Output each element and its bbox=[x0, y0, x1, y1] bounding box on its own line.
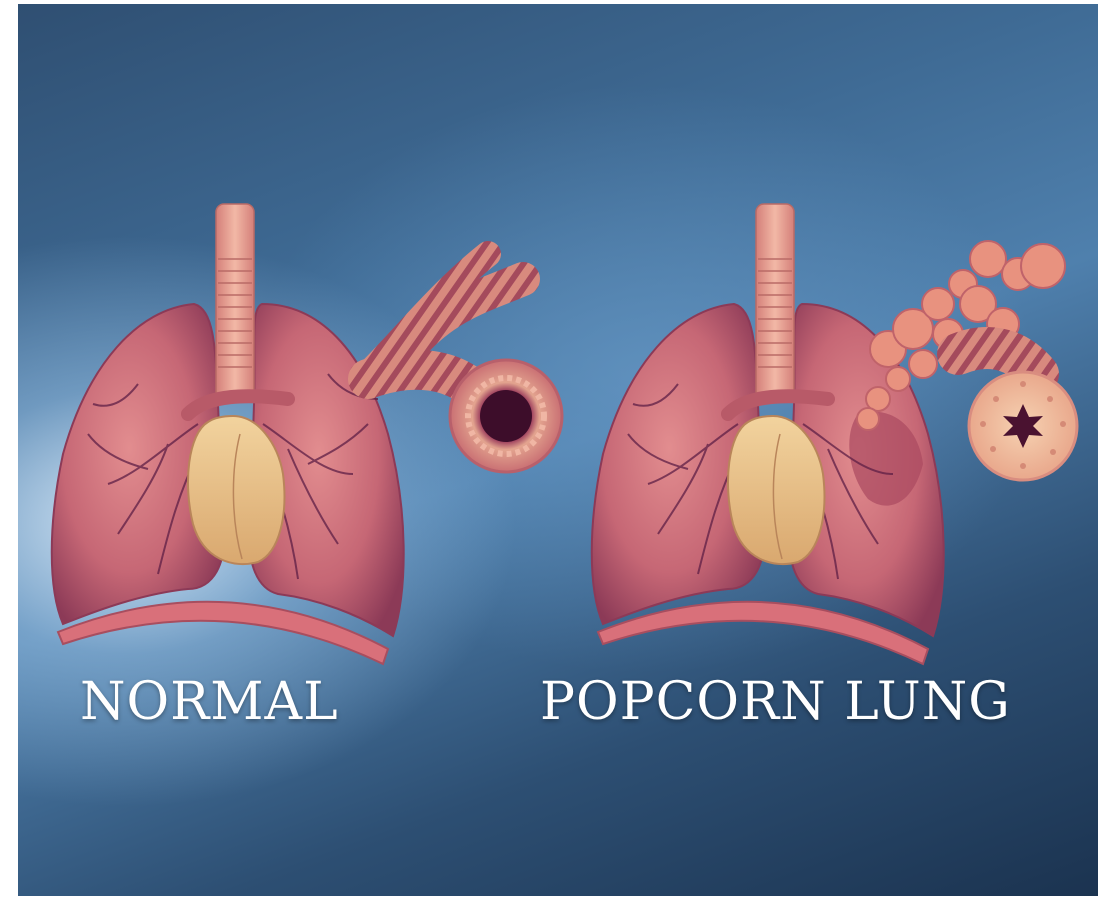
popcorn-heart bbox=[728, 416, 824, 564]
normal-diaphragm bbox=[58, 602, 388, 664]
popcorn-airway-cross-section bbox=[969, 372, 1077, 480]
normal-trachea bbox=[216, 204, 254, 399]
popcorn-lung-label: POPCORN LUNG bbox=[540, 672, 1011, 732]
popcorn-diaphragm bbox=[598, 602, 928, 664]
normal-airway-cross-section bbox=[450, 360, 562, 472]
popcorn-lungs bbox=[592, 204, 1077, 664]
illustration-canvas: NORMAL POPCORN LUNG bbox=[18, 4, 1098, 896]
lungs-illustration bbox=[18, 4, 1098, 896]
normal-heart bbox=[188, 416, 284, 564]
normal-lungs bbox=[52, 204, 562, 664]
popcorn-trachea bbox=[756, 204, 794, 399]
normal-label: NORMAL bbox=[80, 672, 339, 732]
